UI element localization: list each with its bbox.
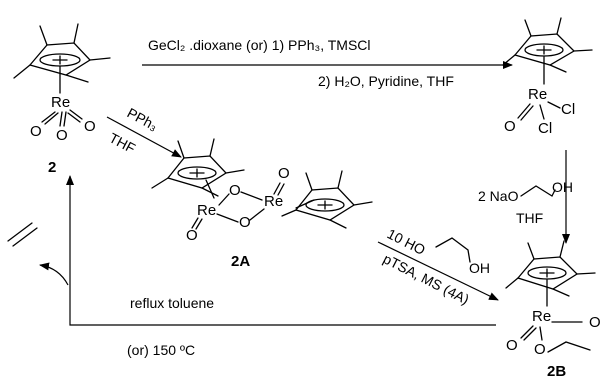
top-reagents-line1: GeCl₂ .dioxane (or) 1) PPh₃, TMSCl (148, 37, 371, 53)
compound-2-structure: Re O O O (13, 23, 111, 144)
cl-atom-bottom: Cl (538, 120, 552, 137)
glycolate-oh: OH (552, 179, 573, 195)
diol-conditions: pTSA, MS (4A) (381, 250, 472, 307)
oxo-o-left-2: O (30, 123, 42, 140)
diolate-o-bottom: O (534, 341, 546, 358)
compound-label-2B: 2B (547, 363, 566, 380)
diol-reaction-arrow (377, 241, 499, 301)
compound-2A-structure (151, 138, 373, 229)
oxo-o-right-2: O (84, 118, 96, 135)
pph3-solvent: THF (107, 130, 139, 157)
re-atom-2A-right: Re (264, 193, 283, 210)
cl-atom-right: Cl (561, 101, 575, 118)
ethylene-release-arrow (39, 262, 69, 286)
pph3-reaction-arrow (106, 116, 182, 158)
dichloride-structure (502, 17, 593, 85)
re-atom-2A-left: Re (197, 202, 216, 219)
reflux-return-arrow (66, 175, 496, 326)
sodium-glycolate-reagent: 2 NaO (478, 188, 519, 204)
oxo-o-2B: O (506, 337, 518, 354)
alternative-conditions: (or) 150 ºC (127, 342, 195, 358)
glycolate-solvent: THF (516, 210, 543, 226)
diol-oh: OH (469, 260, 490, 276)
compound-2B-structure (505, 240, 596, 307)
diolate-o-right: O (589, 314, 601, 331)
oxo-o-dichloride: O (504, 118, 516, 135)
oxo-o-2A-right: O (278, 165, 290, 182)
bridge-o-top: O (229, 182, 241, 199)
compound-label-2A: 2A (231, 253, 250, 270)
compound-label-2: 2 (48, 159, 56, 176)
bridge-o-bottom: O (239, 214, 251, 231)
re-atom-dichloride: Re (528, 86, 547, 103)
reflux-conditions: reflux toluene (130, 295, 214, 311)
cp-star-ring-2 (13, 23, 111, 94)
re-atom-2B: Re (532, 308, 551, 325)
oxo-o-mid-2: O (56, 127, 68, 144)
top-reagents-line2: 2) H₂O, Pyridine, THF (318, 73, 454, 89)
ethylene-structure (7, 222, 38, 247)
oxo-o-2A-left: O (186, 227, 198, 244)
re-atom-2: Re (51, 94, 70, 111)
